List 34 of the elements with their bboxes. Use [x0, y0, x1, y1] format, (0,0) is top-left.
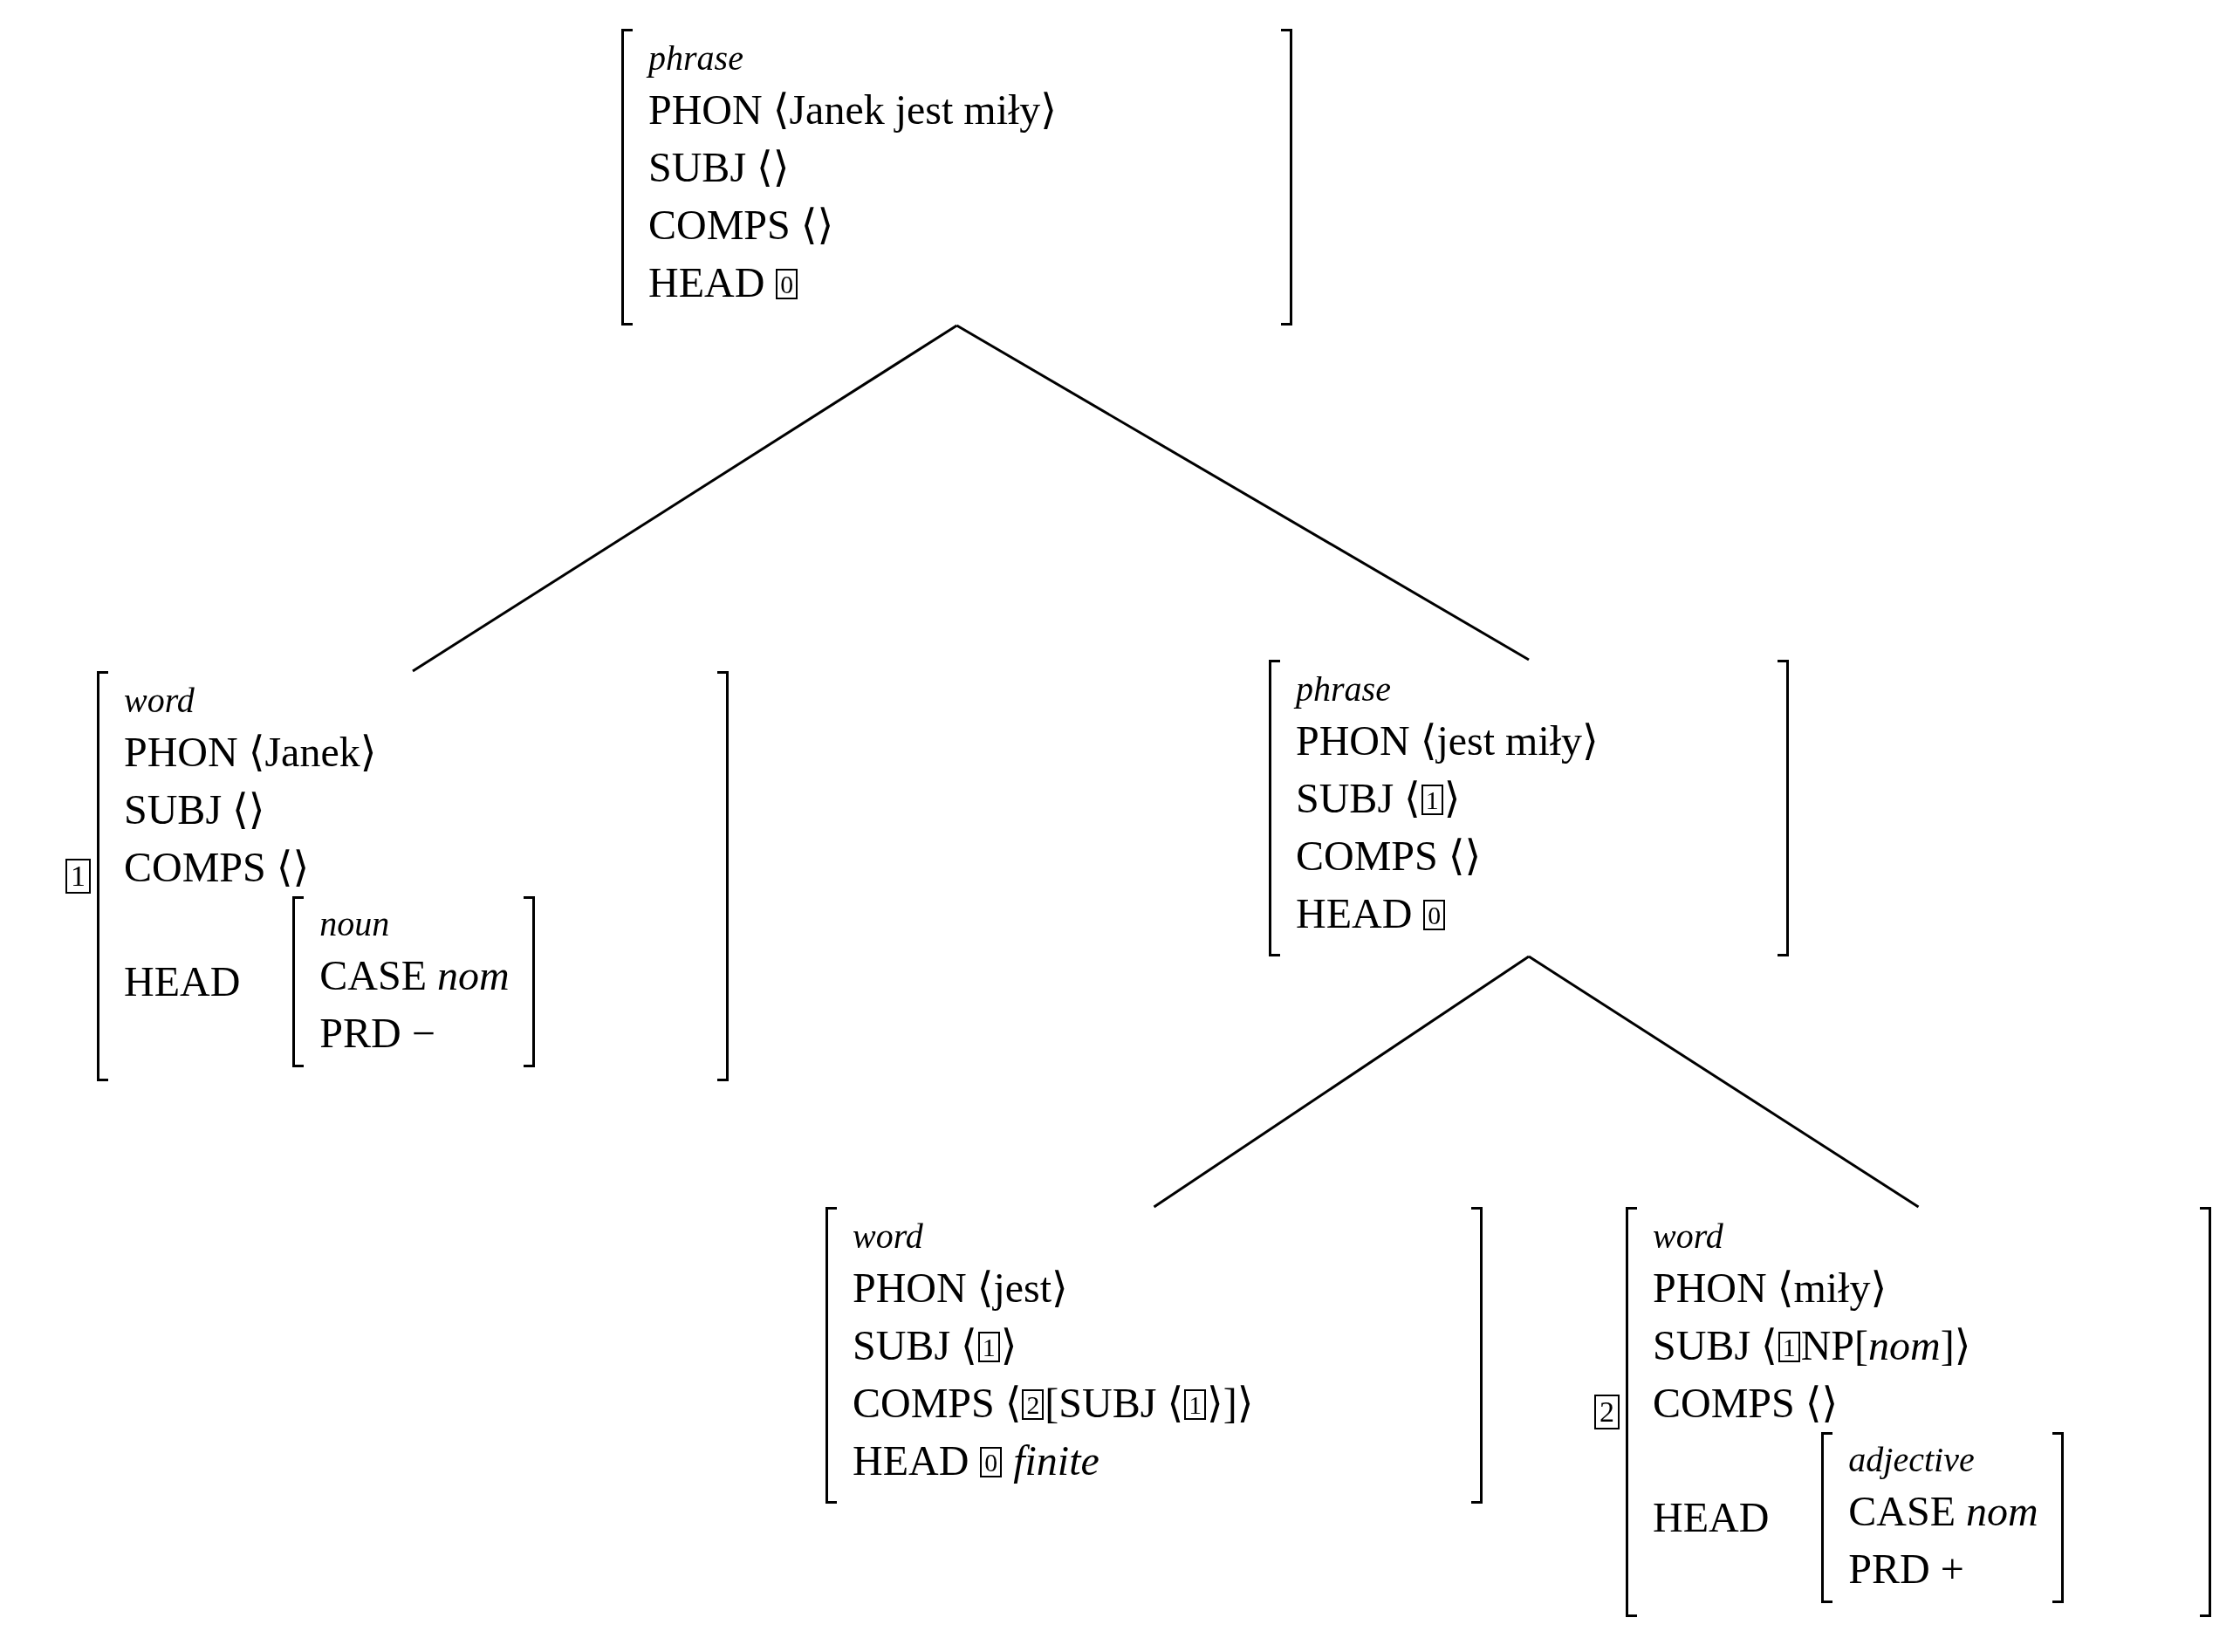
type-label: word: [124, 680, 195, 722]
feature-line: PHON ⟨jest⟩: [853, 1264, 1069, 1313]
feature-line: HEAD: [1653, 1493, 1770, 1542]
type-label: word: [853, 1216, 924, 1258]
feature-line: SUBJ ⟨⟩: [124, 785, 266, 834]
feature-line: HEAD: [124, 957, 241, 1006]
feature-line: PHON ⟨miły⟩: [1653, 1264, 1888, 1313]
feature-line: PHON ⟨jest miły⟩: [1296, 716, 1600, 765]
feature-line: SUBJ ⟨1⟩: [1296, 774, 1462, 823]
feature-line: SUBJ ⟨1⟩: [853, 1321, 1018, 1370]
feature-line: PHON ⟨Janek⟩: [124, 728, 378, 777]
tree-branch: [956, 324, 1530, 661]
feature-line: HEAD 0: [1296, 885, 1764, 943]
type-label: adjective: [1848, 1439, 1976, 1481]
tree-branch: [1528, 955, 1920, 1209]
feature-line: COMPS ⟨⟩: [1653, 1379, 1839, 1428]
feature-line: COMPS ⟨2[SUBJ ⟨1⟩]⟩: [853, 1379, 1255, 1428]
tree-branch: [1153, 955, 1530, 1209]
type-label: noun: [319, 903, 391, 945]
feature-line: HEAD 0: [648, 254, 1267, 312]
tag-box: 1: [65, 859, 91, 894]
feature-line: COMPS ⟨⟩: [124, 843, 311, 892]
type-label: word: [1653, 1216, 1724, 1258]
feature-line: CASE nom: [319, 951, 510, 1000]
tag-box: 2: [1594, 1395, 1620, 1429]
feature-line: CASE nom: [1848, 1487, 2038, 1536]
feature-line: COMPS ⟨⟩: [1296, 832, 1483, 881]
feature-line: PRD +: [1848, 1545, 1965, 1594]
feature-line: HEAD 0 finite: [853, 1436, 1100, 1485]
tree-branch: [412, 324, 958, 673]
feature-line: PHON ⟨Janek jest miły⟩: [648, 86, 1058, 134]
feature-line: SUBJ ⟨⟩: [648, 143, 791, 192]
feature-line: PRD −: [319, 1009, 436, 1058]
feature-line: COMPS ⟨⟩: [648, 201, 835, 250]
